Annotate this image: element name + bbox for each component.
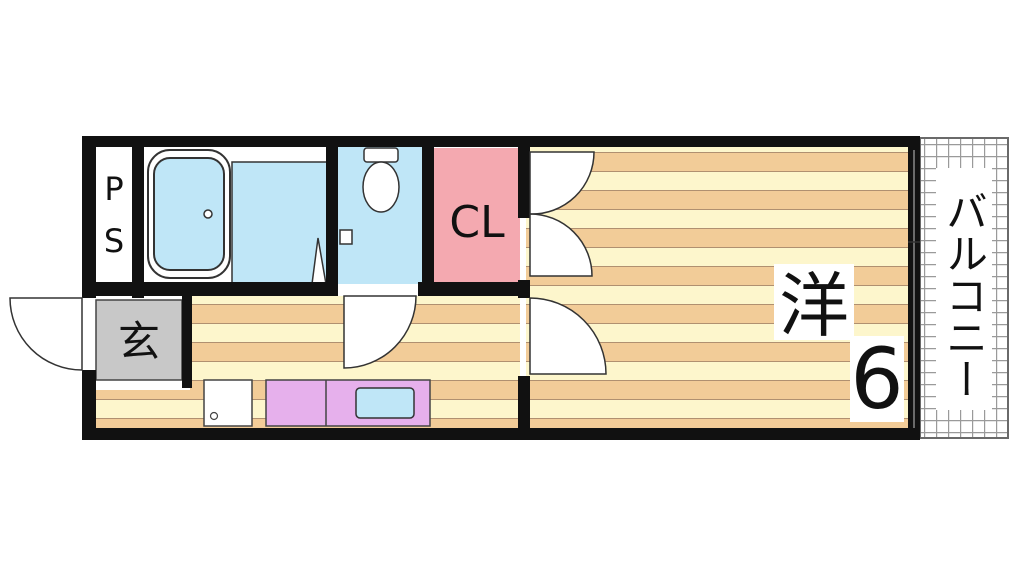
room-door [529,297,607,375]
balcony-label: バルコニー [940,190,989,400]
closet-label: CL [449,197,505,248]
western-room-size: 6 [850,330,903,428]
closet-door-lower [529,213,593,277]
toilet-room [338,146,424,284]
front-door [9,297,83,371]
bathroom [144,146,330,293]
toilet-tank [363,147,399,163]
doors [9,151,607,375]
bathroom-door [343,295,417,369]
toilet-paper [339,229,353,245]
closet-door-upper [529,151,595,215]
kitchen [203,379,431,427]
fridge-space [203,379,253,427]
entrance-step-floor [96,390,194,430]
bathtub-drain [203,209,213,219]
entrance-label: 玄 [118,317,160,366]
balcony [919,137,1009,439]
ps-space [96,146,132,282]
wash-area [231,161,329,285]
kitchen-sink [355,387,415,419]
closet [434,148,520,282]
ps-label-s: S [104,222,124,260]
walls [82,136,920,440]
ps-label-p: P [104,170,123,208]
toilet-bowl [362,161,400,213]
bathtub-basin [153,157,225,271]
western-room-label: 洋 [779,265,849,347]
